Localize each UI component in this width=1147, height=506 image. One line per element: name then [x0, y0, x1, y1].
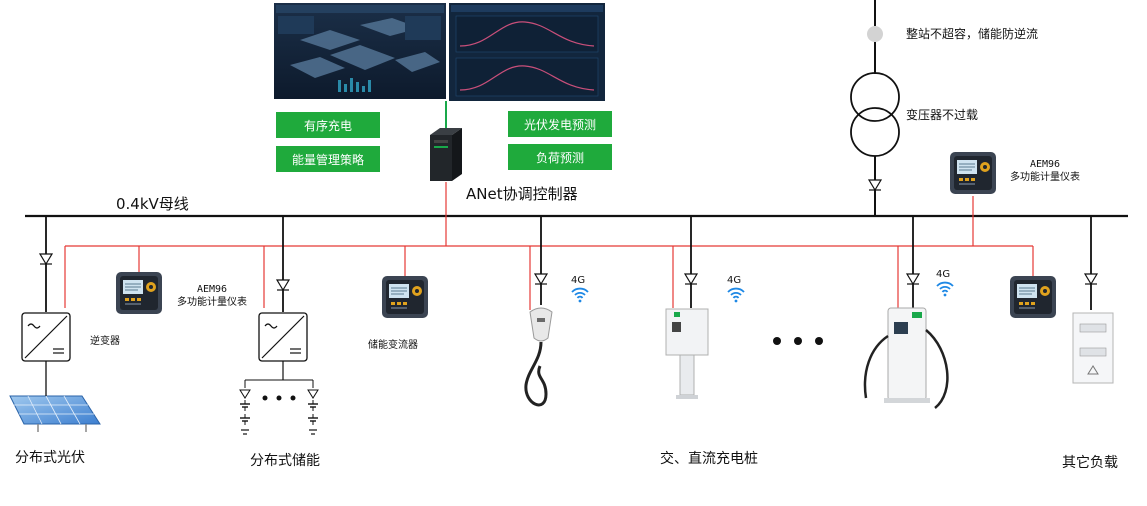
wifi-icon-dc-pile-2	[936, 281, 954, 298]
transformer-lower-winding	[850, 107, 900, 157]
controller-label: ANet协调控制器	[466, 185, 578, 203]
inverter-label: 逆变器	[90, 336, 120, 347]
meter-aem96-pv	[115, 271, 163, 315]
meter-aem96-load	[1009, 275, 1057, 319]
dashboard-screen-left	[274, 3, 446, 99]
group-label-other-load: 其它负载	[1062, 455, 1118, 471]
storage-converter-label: 储能变流器	[368, 340, 418, 351]
load-cabinet-icon	[1072, 312, 1114, 384]
orderly-charging-button: 有序充电	[276, 112, 380, 138]
dc-charger-icon	[863, 307, 949, 409]
no-overcapacity-note: 整站不超容，储能防逆流	[906, 27, 1039, 41]
storage-converter	[258, 312, 308, 362]
grid-connection-point	[867, 26, 883, 42]
dashboard-screen-right	[449, 3, 605, 101]
energy-strategy-button: 能量管理策略	[276, 146, 380, 172]
signal-label-3: 4G	[936, 269, 951, 280]
battery-strings	[239, 361, 319, 435]
ac-wallbox-charger-icon	[524, 307, 553, 407]
meter-aem96-grid	[949, 151, 997, 195]
load-forecast-button: 负荷预测	[508, 144, 612, 170]
busbar-label: 0.4kV母线	[116, 195, 189, 213]
signal-label-1: 4G	[571, 275, 586, 286]
meter-aem96-storage	[381, 275, 429, 319]
wifi-icon-dc-pile	[727, 287, 745, 304]
group-label-storage: 分布式储能	[250, 453, 320, 469]
communication-lines	[64, 182, 1034, 310]
pv-forecast-button: 光伏发电预测	[508, 111, 612, 137]
transformer-upper-winding	[850, 72, 900, 122]
ac-post-charger-icon	[665, 308, 709, 399]
group-label-pv: 分布式光伏	[15, 450, 85, 466]
pv-inverter	[21, 312, 71, 362]
wifi-icon-ac-pile	[571, 287, 589, 304]
group-label-charging: 交、直流充电桩	[660, 451, 758, 467]
anet-controller-device	[430, 128, 462, 181]
transformer-note: 变压器不过载	[906, 108, 979, 122]
signal-label-2: 4G	[727, 275, 742, 286]
solar-panel-icon	[9, 395, 101, 432]
